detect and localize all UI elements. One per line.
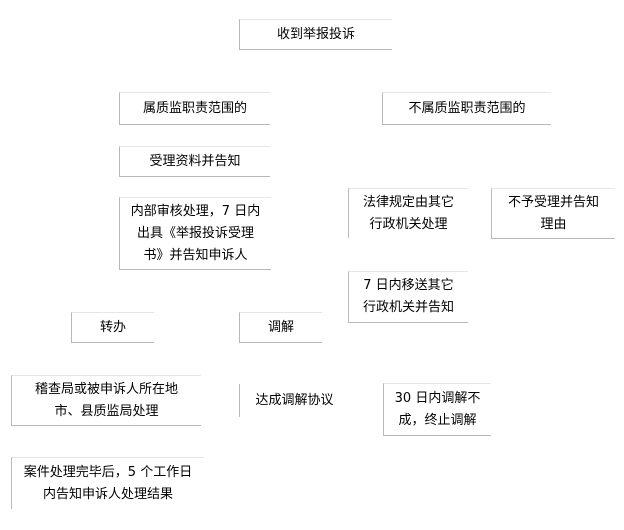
node-out-of-scope: 不属质监职责范围的 [382,92,551,125]
node-in-scope: 属质监职责范围的 [119,92,270,125]
node-forward: 转办 [71,312,154,343]
node-reject-and-notify: 不予受理并告知 理由 [491,188,615,239]
node-other-agency: 法律规定由其它 行政机关处理 [348,188,468,238]
node-transfer-7-days: 7 日内移送其它 行政机关并告知 [348,271,468,323]
node-accept-and-notify: 受理资料并告知 [119,146,270,177]
node-agreement: 达成调解协议 [239,384,349,417]
node-mediation-fail: 30 日内调解不 成，终止调解 [383,383,491,436]
node-receive-complaint: 收到举报投诉 [239,19,392,50]
node-result-notice: 案件处理完毕后，5 个工作日 内告知申诉人处理结果 [11,457,204,509]
node-mediate: 调解 [239,312,322,343]
node-local-bureau: 稽查局或被申诉人所在地 市、县质监局处理 [11,375,201,426]
node-internal-review: 内部审核处理，7 日内 出具《举报投诉受理 书》并告知申诉人 [119,197,271,270]
